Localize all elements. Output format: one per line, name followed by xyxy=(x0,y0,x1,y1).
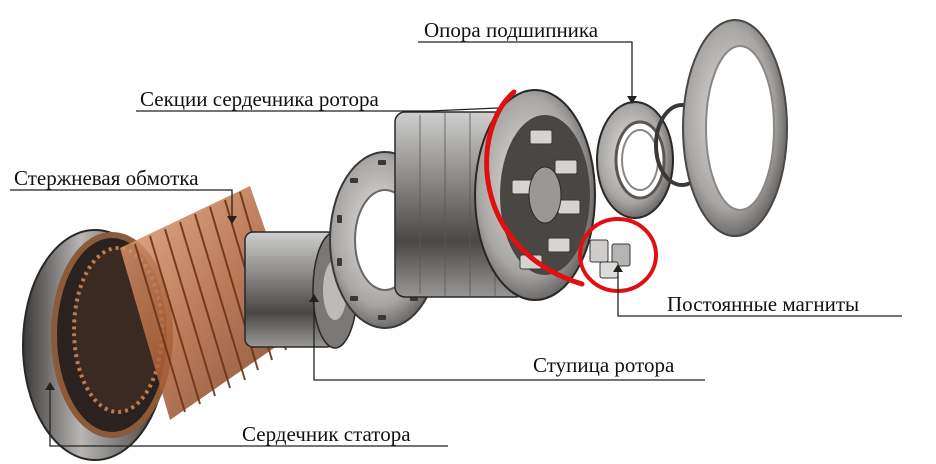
leader-bar-winding xyxy=(10,189,233,218)
label-stator-core: Сердечник статора xyxy=(242,422,411,446)
end-plate-part xyxy=(682,19,788,237)
label-rotor-hub: Ступица ротора xyxy=(533,353,675,377)
leader-bearing xyxy=(418,41,633,98)
label-bearing-support: Опора подшипника xyxy=(424,18,599,42)
rotor-core-sections-part xyxy=(394,89,596,301)
bearing-support-part xyxy=(596,101,674,219)
label-permanent-magnets: Постоянные магниты xyxy=(667,292,860,316)
leader-rotor-sections xyxy=(136,107,499,112)
label-rotor-core-sections: Секции сердечника ротора xyxy=(140,87,379,111)
leader-hub-arrow xyxy=(309,294,319,302)
leader-hub xyxy=(313,300,705,381)
leader-stator-arrow xyxy=(45,382,55,390)
leader-magnets-arrow xyxy=(613,264,623,272)
leader-bar-winding-arrow xyxy=(227,216,237,224)
rotor-section-highlight xyxy=(484,89,585,287)
leader-magnets xyxy=(617,270,902,317)
leader-stator-core xyxy=(49,388,448,447)
leader-lines xyxy=(10,41,902,447)
permanent-magnets-part xyxy=(589,239,631,279)
leader-bearing-arrow xyxy=(627,96,637,104)
label-bar-winding: Стержневая обмотка xyxy=(14,166,199,190)
